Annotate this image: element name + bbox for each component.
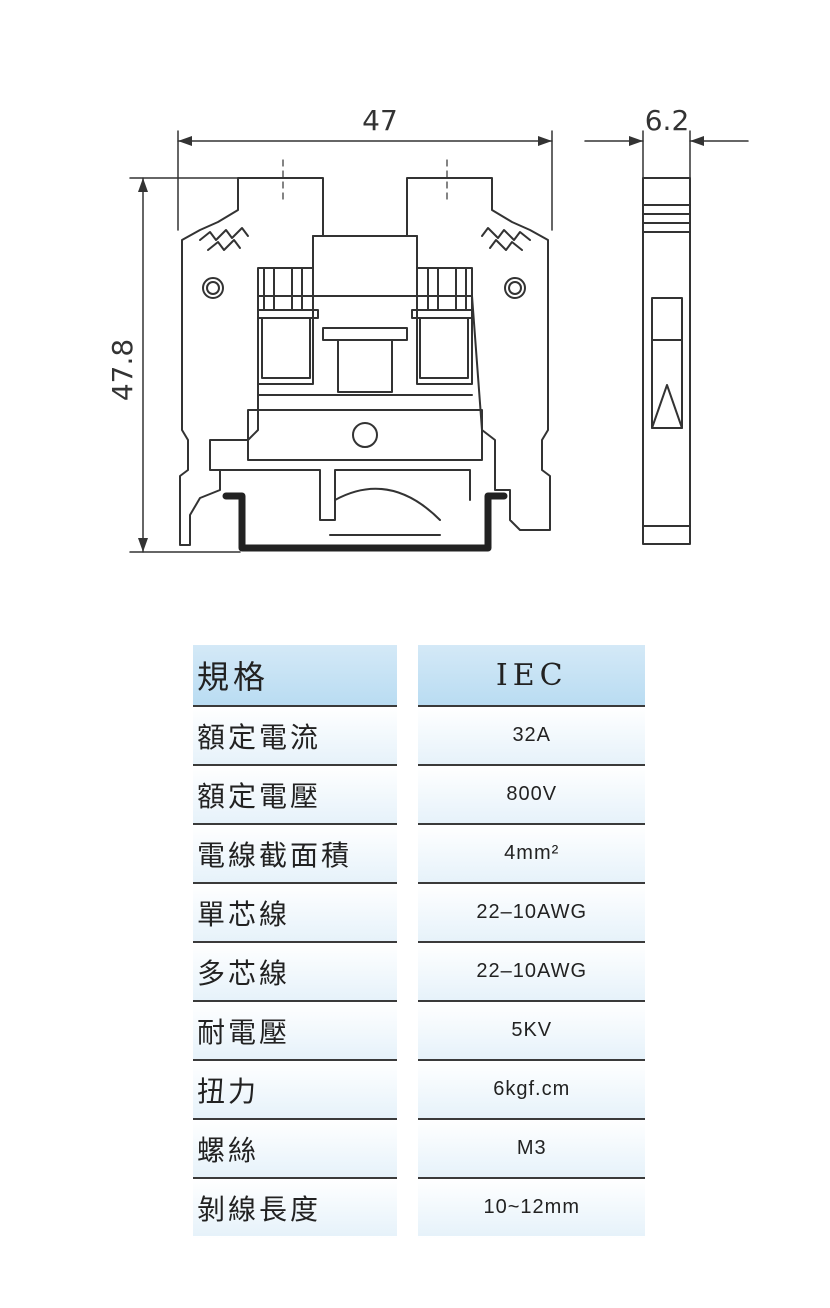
spec-row: 耐電壓 5KV — [193, 1002, 645, 1061]
spec-gap — [396, 1179, 419, 1238]
spec-label: 額定電流 — [193, 707, 397, 766]
spec-gap — [396, 943, 419, 1002]
thickness-dimension-label: 6.2 — [645, 104, 690, 137]
spec-label: 額定電壓 — [193, 766, 397, 825]
spec-header-label: 規格 — [193, 645, 397, 707]
spec-value: 22–10AWG — [418, 884, 645, 943]
spec-gap — [396, 884, 419, 943]
height-dimension-label: 47.8 — [106, 339, 139, 401]
spec-row: 扭力 6kgf.cm — [193, 1061, 645, 1120]
spec-label: 電線截面積 — [193, 825, 397, 884]
spec-table-header: 規格 IEC — [193, 645, 645, 707]
spec-row: 螺絲 M3 — [193, 1120, 645, 1179]
spec-row: 多芯線 22–10AWG — [193, 943, 645, 1002]
spec-row: 額定電壓 800V — [193, 766, 645, 825]
spec-value: 22–10AWG — [418, 943, 645, 1002]
spec-value: 5KV — [418, 1002, 645, 1061]
spec-gap — [396, 707, 419, 766]
spec-label: 剝線長度 — [193, 1179, 397, 1238]
spec-gap — [396, 825, 419, 884]
front-view — [179, 159, 551, 546]
spec-gap — [396, 1061, 419, 1120]
spec-gap — [396, 1002, 419, 1061]
spec-label: 多芯線 — [193, 943, 397, 1002]
spec-header-value: IEC — [418, 645, 645, 707]
terminal-block-drawing: 47 6.2 47.8 — [106, 104, 749, 553]
thickness-dimension — [584, 130, 749, 181]
din-rail — [222, 492, 508, 552]
width-dimension-label: 47 — [362, 104, 398, 137]
spec-gap — [396, 645, 419, 707]
spec-value: 6kgf.cm — [418, 1061, 645, 1120]
height-dimension — [129, 177, 241, 553]
spec-row: 單芯線 22–10AWG — [193, 884, 645, 943]
spec-row: 電線截面積 4mm² — [193, 825, 645, 884]
spec-value: 10~12mm — [418, 1179, 645, 1238]
spec-label: 螺絲 — [193, 1120, 397, 1179]
spec-row: 剝線長度 10~12mm — [193, 1179, 645, 1238]
spec-table: 規格 IEC 額定電流 32A 額定電壓 800V 電線截面積 4mm² 單芯線… — [193, 645, 645, 1238]
spec-value: 32A — [418, 707, 645, 766]
spec-value: M3 — [418, 1120, 645, 1179]
spec-label: 耐電壓 — [193, 1002, 397, 1061]
spec-label: 扭力 — [193, 1061, 397, 1120]
width-dimension — [177, 130, 553, 231]
spec-gap — [396, 1120, 419, 1179]
spec-value: 4mm² — [418, 825, 645, 884]
spec-label: 單芯線 — [193, 884, 397, 943]
spec-value: 800V — [418, 766, 645, 825]
spec-row: 額定電流 32A — [193, 707, 645, 766]
side-view — [642, 177, 691, 545]
spec-gap — [396, 766, 419, 825]
